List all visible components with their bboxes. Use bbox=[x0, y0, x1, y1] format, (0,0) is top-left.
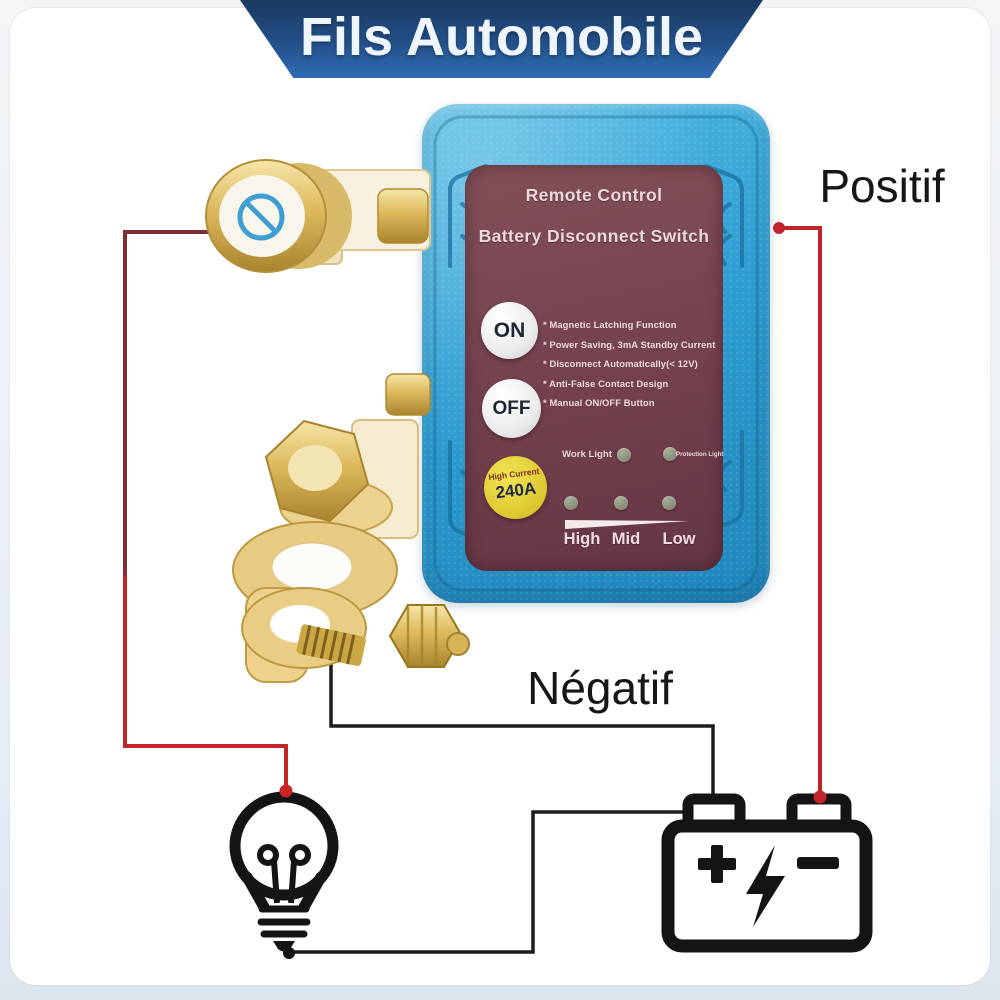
protection-light-led-icon bbox=[663, 447, 677, 461]
feature-item: * Manual ON/OFF Button bbox=[543, 397, 655, 409]
high-current-badge: High Current 240A bbox=[480, 452, 551, 523]
label-title-line2: Battery Disconnect Switch bbox=[478, 226, 710, 246]
label-title-line1: Remote Control bbox=[525, 185, 663, 205]
off-button-label: OFF bbox=[492, 397, 531, 419]
banner: Fils Automobile bbox=[240, 0, 763, 78]
off-button: OFF bbox=[482, 379, 541, 438]
positive-label: Positif bbox=[819, 160, 945, 212]
feature-item: * Power Saving, 3mA Standby Current bbox=[543, 338, 716, 350]
level-label-high: High bbox=[563, 530, 601, 548]
feature-item: * Anti-False Contact Design bbox=[543, 377, 669, 389]
protection-light-label: Protection Light bbox=[676, 451, 724, 458]
level-label-low: Low bbox=[662, 530, 696, 548]
signal-wedge-icon bbox=[565, 520, 689, 529]
device-label: Remote Control Battery Disconnect Switch… bbox=[465, 165, 723, 571]
feature-item: * Disconnect Automatically(< 12V) bbox=[543, 358, 698, 370]
feature-item: * Magnetic Latching Function bbox=[543, 319, 677, 330]
level-led-mid-icon bbox=[614, 496, 628, 510]
level-led-high-icon bbox=[564, 496, 578, 510]
level-led-low-icon bbox=[662, 496, 676, 510]
on-button: ON bbox=[481, 302, 538, 359]
banner-title: Fils Automobile bbox=[300, 7, 703, 67]
device-case: Remote Control Battery Disconnect Switch… bbox=[422, 104, 770, 603]
feature-list: * Magnetic Latching Function * Power Sav… bbox=[543, 315, 715, 413]
work-light-led-icon bbox=[617, 448, 631, 462]
level-label-mid: Mid bbox=[611, 530, 641, 548]
work-light-label: Work Light bbox=[562, 449, 612, 460]
on-button-label: ON bbox=[493, 318, 526, 342]
negative-label: Négatif bbox=[527, 662, 673, 714]
